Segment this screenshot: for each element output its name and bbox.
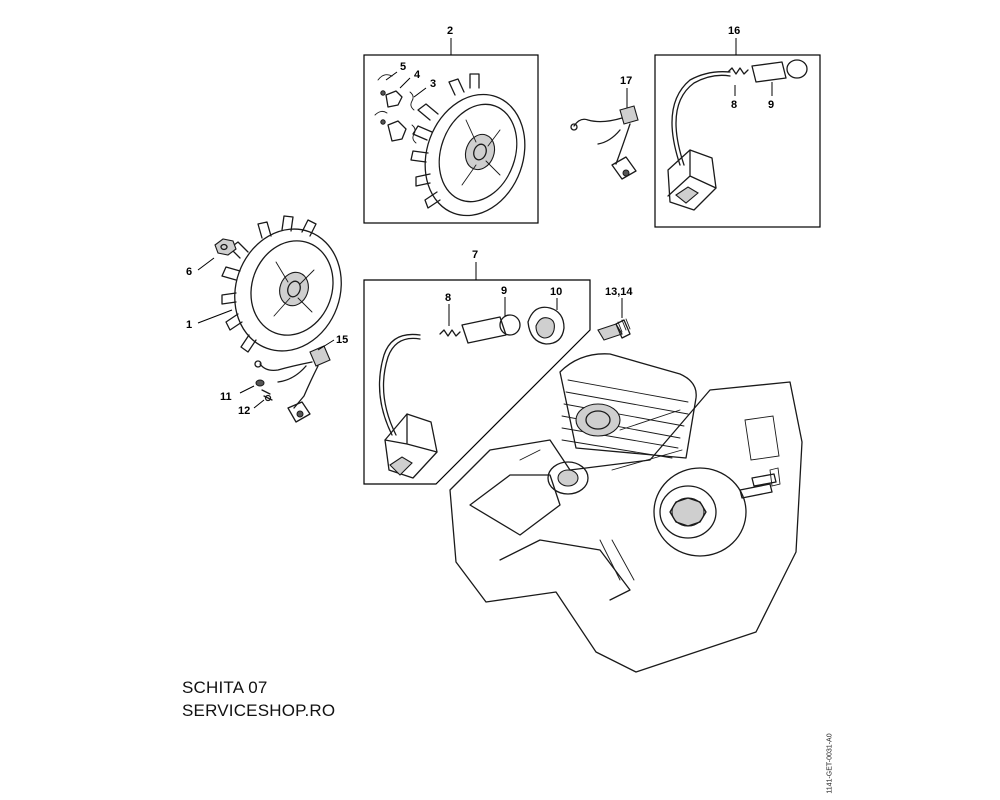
ignition-module-16-drawing: [667, 59, 808, 211]
callout-17: 17: [620, 75, 632, 87]
diagram-title: SCHITA 07: [182, 678, 268, 697]
flywheel-pawl-assembly-drawing: [374, 71, 526, 217]
group-7-frame: [363, 262, 591, 485]
callout-4: 4: [414, 69, 421, 81]
drawing-code-text: 1141-GET-0031-A0: [826, 733, 834, 794]
spark-plug-drawing: [597, 298, 631, 341]
callout-8-lower: 8: [445, 292, 451, 304]
callout-9-upper: 9: [768, 99, 774, 111]
callout-15: 15: [336, 334, 348, 346]
callout-5: 5: [400, 61, 406, 73]
callout-1: 1: [186, 319, 192, 331]
callout-7: 7: [472, 249, 478, 261]
source-site: SERVICESHOP.RO: [182, 701, 336, 720]
group-2-frame: [363, 38, 539, 224]
callout-10: 10: [550, 286, 562, 298]
drawing-code: 1141-GET-0031-A0: [822, 733, 834, 793]
callout-labels: 2 5 4 3 16 17 8 9 6 7 8 9 10 13,14 1 15 …: [186, 25, 774, 417]
callout-3: 3: [430, 78, 436, 90]
callout-16: 16: [728, 25, 740, 37]
callout-13-14: 13,14: [605, 286, 633, 298]
callout-11: 11: [220, 391, 232, 403]
flywheel-1-drawing: [197, 215, 342, 353]
short-circuit-wire-15-drawing: [239, 339, 335, 423]
group-16-frame: [654, 38, 821, 228]
engine-housing-drawing: [449, 353, 803, 673]
callout-8-upper: 8: [731, 99, 737, 111]
callout-6: 6: [186, 266, 192, 278]
callout-2: 2: [447, 25, 453, 37]
callout-9-lower: 9: [501, 285, 507, 297]
callout-12: 12: [238, 405, 250, 417]
ignition-module-7-drawing: [378, 297, 565, 479]
short-circuit-wire-17-drawing: [570, 88, 639, 180]
